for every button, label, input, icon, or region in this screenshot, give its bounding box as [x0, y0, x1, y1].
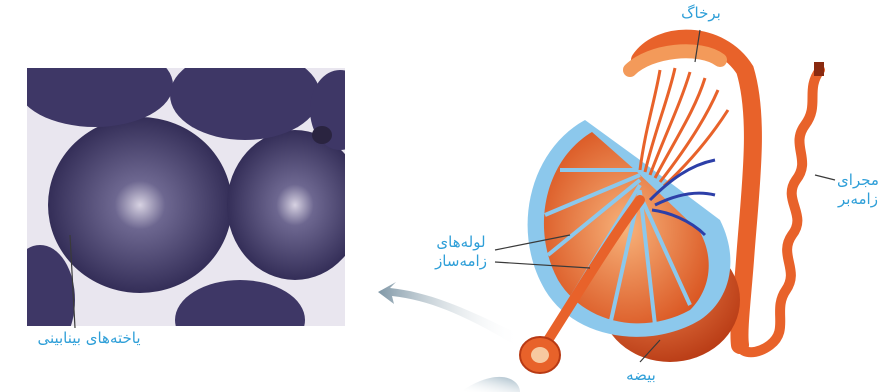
- tubule-cross-section: [17, 43, 173, 127]
- interstitial-cell-cluster: [312, 126, 332, 144]
- epididymis-head: [630, 51, 720, 70]
- label-vas-deferens: مجرای زامه‌بر: [830, 171, 886, 209]
- label-vas-deferens-line2: زامه‌بر: [830, 190, 886, 209]
- label-interstitial-cells: یاخته‌های بینابینی: [14, 329, 164, 348]
- micrograph: [5, 43, 370, 360]
- tubule-cross-section: [175, 280, 305, 360]
- vas-deferens-tip: [814, 62, 824, 76]
- efferent-ductules: [640, 68, 728, 186]
- label-seminiferous-tubules-line2: زامه‌ساز: [426, 252, 496, 271]
- tubule-cross-section: [48, 117, 232, 293]
- label-seminiferous-tubules-line1: لوله‌های: [426, 233, 496, 252]
- label-seminiferous-tubules: لوله‌های زامه‌ساز: [426, 233, 496, 271]
- tubule-cross-section: [170, 50, 320, 140]
- tubule-cross-section-small-inner: [531, 347, 549, 363]
- view-arrow: [378, 282, 520, 345]
- view-arrow: [460, 377, 520, 392]
- label-vas-deferens-line1: مجرای: [830, 171, 886, 190]
- label-epididymis: برخاگ: [666, 4, 736, 23]
- label-testis: بیضه: [618, 366, 664, 385]
- tubule-cross-section: [227, 130, 363, 280]
